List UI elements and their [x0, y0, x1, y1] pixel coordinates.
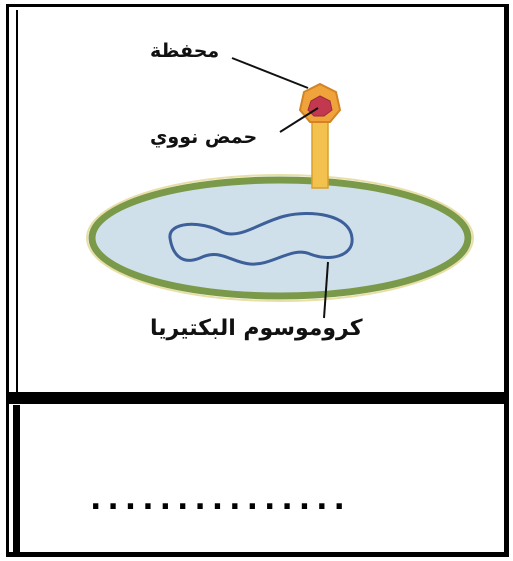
answer-placeholder[interactable]: ............... — [90, 482, 351, 517]
section-divider — [6, 392, 509, 404]
capsid-label: محفظة — [150, 40, 219, 62]
phage-tail — [312, 112, 328, 188]
answer-box — [13, 405, 507, 555]
capsid-pointer — [232, 58, 308, 88]
nucleic-acid-label: حمض نووي — [150, 126, 257, 148]
bacterial-chromosome-label: كروموسوم البكتيريا — [150, 316, 363, 341]
bacterial-cell — [92, 180, 468, 296]
